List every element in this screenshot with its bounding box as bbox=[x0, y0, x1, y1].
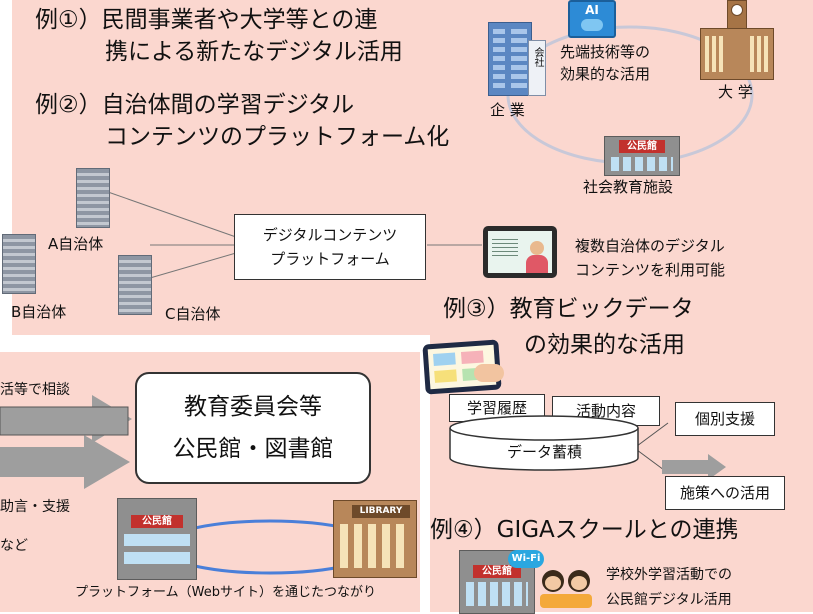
ai-chip-icon: AI bbox=[568, 0, 616, 38]
server-a-icon bbox=[76, 168, 110, 228]
individual-support-label: 個別支援 bbox=[694, 410, 755, 428]
server-b-icon bbox=[2, 234, 36, 294]
library-building-icon: LIBRARY bbox=[333, 500, 417, 578]
example3-title-line2: の効果的な活用 bbox=[524, 332, 685, 358]
policy-use-label: 施策への活用 bbox=[679, 484, 770, 502]
ai-chip-label: AI bbox=[585, 3, 599, 17]
students-icon bbox=[540, 566, 596, 610]
tech-text-line1: 先端技術等の bbox=[560, 43, 651, 61]
etc-text: など bbox=[0, 538, 28, 554]
study-history-box: 学習履歴 bbox=[449, 394, 545, 422]
board-kominkan-sign: 公民館 bbox=[131, 515, 183, 528]
example3-title-line1: 例③）教育ビックデータ bbox=[443, 296, 694, 322]
data-storage-cylinder bbox=[449, 415, 639, 471]
municipality-b-label: B自治体 bbox=[11, 303, 67, 321]
board-of-education-box: 教育委員会等 公民館・図書館 bbox=[135, 372, 371, 484]
data-storage-label: データ蓄積 bbox=[507, 443, 583, 461]
example1-title-line1: 例①）民間事業者や大学等との連 bbox=[35, 7, 378, 33]
board-kominkan-building-icon: 公民館 bbox=[117, 498, 197, 580]
example2-title-line1: 例②）自治体間の学習デジタル bbox=[35, 92, 355, 118]
university-building-icon bbox=[700, 0, 774, 80]
ex4-kominkan-sign: 公民館 bbox=[473, 565, 521, 578]
example1-title-line2: 携による新たなデジタル活用 bbox=[105, 39, 403, 65]
municipality-c-label: C自治体 bbox=[165, 305, 221, 323]
company-label: 企 業 bbox=[490, 101, 525, 119]
company-sign: 会社 bbox=[528, 40, 546, 96]
wifi-badge: Wi-Fi bbox=[508, 550, 544, 568]
consult-text: 活等で相談 bbox=[0, 382, 70, 398]
individual-support-box: 個別支援 bbox=[675, 402, 775, 436]
example4-text-line2: 公民館デジタル活用 bbox=[606, 592, 732, 608]
server-c-icon bbox=[118, 255, 152, 315]
library-sign: LIBRARY bbox=[352, 505, 410, 518]
web-connection-caption: プラットフォーム（Webサイト）を通じたつながり bbox=[75, 585, 376, 600]
example4-text-line1: 学校外学習活動での bbox=[606, 567, 732, 583]
example2-title-line2: コンテンツのプラットフォーム化 bbox=[105, 124, 450, 150]
pointing-hand-icon bbox=[474, 364, 504, 382]
platform-box-line1: デジタルコンテンツ bbox=[262, 226, 398, 244]
example4-title: 例④）GIGAスクールとの連携 bbox=[430, 517, 739, 543]
university-label: 大 学 bbox=[718, 83, 753, 101]
board-box-line2: 公民館・図書館 bbox=[172, 436, 334, 462]
advice-support-text: 助言・支援 bbox=[0, 499, 70, 515]
municipality-a-label: A自治体 bbox=[48, 235, 104, 253]
policy-use-box: 施策への活用 bbox=[665, 476, 785, 510]
wifi-label: Wi-Fi bbox=[511, 553, 541, 564]
kominkan-building-icon: 公民館 bbox=[604, 136, 680, 176]
board-box-line1: 教育委員会等 bbox=[184, 394, 322, 420]
social-facility-label: 社会教育施設 bbox=[583, 178, 674, 196]
tablet-teacher-icon bbox=[483, 226, 557, 278]
activity-content-label: 活動内容 bbox=[575, 402, 636, 420]
kominkan-sign: 公民館 bbox=[619, 140, 665, 153]
multi-municipality-text-line1: 複数自治体のデジタル bbox=[575, 237, 725, 255]
gray-arrows bbox=[0, 395, 132, 489]
multi-municipality-text-line2: コンテンツを利用可能 bbox=[575, 261, 726, 279]
study-history-label: 学習履歴 bbox=[466, 399, 527, 417]
platform-box-line2: プラットフォーム bbox=[270, 250, 390, 268]
tech-text-line2: 効果的な活用 bbox=[560, 65, 651, 83]
digital-content-platform-box: デジタルコンテンツ プラットフォーム bbox=[234, 214, 426, 280]
policy-arrow bbox=[662, 454, 726, 480]
